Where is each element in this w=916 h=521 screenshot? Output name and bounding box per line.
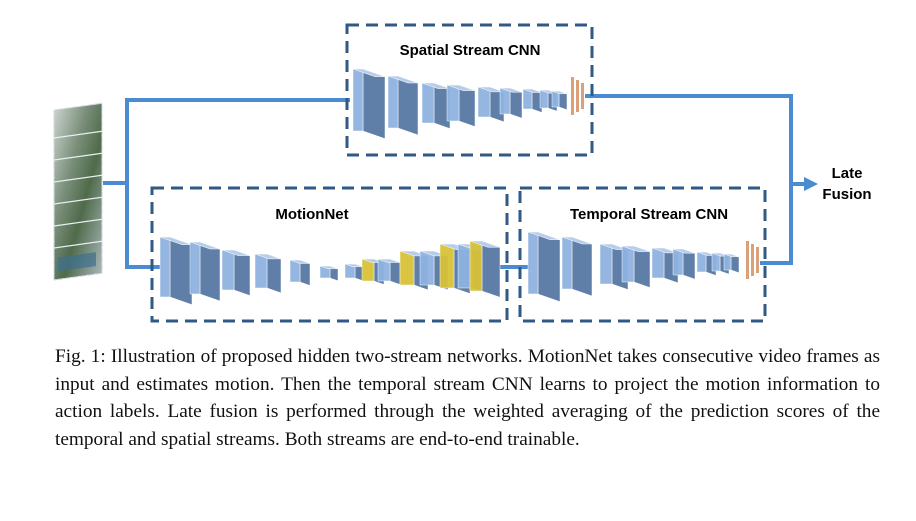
layer-face-s5 bbox=[499, 87, 511, 115]
layer-top-m3 bbox=[254, 253, 282, 260]
layer-side-s0 bbox=[362, 68, 386, 140]
late-fusion-label-line1: Late bbox=[832, 165, 863, 182]
layer-face-m13 bbox=[469, 240, 483, 292]
layer-top-m13 bbox=[469, 240, 501, 248]
layer-face-m1 bbox=[189, 241, 201, 295]
input-video-frames bbox=[53, 102, 103, 281]
fc-layer-t2 bbox=[756, 247, 759, 273]
layer-face-s0 bbox=[352, 68, 364, 132]
layer-top-t5 bbox=[672, 248, 696, 254]
layer-top-t1 bbox=[561, 236, 593, 245]
spatial-stream-title: Spatial Stream CNN bbox=[400, 42, 541, 59]
temporal-stream-box bbox=[518, 186, 767, 323]
layer-face-t7 bbox=[711, 252, 721, 272]
layer-face-s4 bbox=[477, 86, 491, 118]
caption-prefix: Fig. 1: bbox=[55, 346, 106, 367]
layer-face-t4 bbox=[651, 247, 665, 279]
fc-layer-t0 bbox=[746, 241, 749, 279]
fc-layer-s2 bbox=[581, 83, 584, 109]
spatial-to-fusion-line bbox=[585, 94, 793, 184]
motionnet-layers bbox=[159, 236, 501, 306]
layer-top-m1 bbox=[189, 241, 221, 250]
layer-side-t0 bbox=[537, 231, 561, 303]
layer-side-s1 bbox=[397, 75, 419, 136]
layer-face-m4 bbox=[289, 259, 301, 283]
layer-face-s1 bbox=[387, 75, 399, 129]
temporal-stream-layers bbox=[527, 231, 759, 303]
layer-face-m2 bbox=[221, 249, 235, 291]
layer-top-s0 bbox=[352, 68, 386, 77]
layer-top-m2 bbox=[221, 249, 251, 256]
layer-face-s3 bbox=[446, 84, 460, 122]
spatial-stream-box bbox=[345, 23, 594, 157]
fc-layer-s1 bbox=[576, 80, 579, 112]
layer-face-t1 bbox=[561, 236, 573, 290]
layer-top-s8 bbox=[551, 90, 568, 95]
connector-lines bbox=[103, 94, 806, 269]
layer-face-t0 bbox=[527, 231, 539, 295]
layer-face-t2 bbox=[599, 243, 613, 285]
fc-layer-s0 bbox=[571, 77, 574, 115]
layer-face-m10 bbox=[419, 250, 435, 286]
temporal-stream-title: Temporal Stream CNN bbox=[570, 206, 728, 223]
fc-layer-t1 bbox=[751, 244, 754, 276]
layer-face-m3 bbox=[254, 253, 268, 289]
input-to-motionnet-line bbox=[125, 183, 160, 269]
layer-top-t3 bbox=[621, 245, 651, 252]
layer-face-t6 bbox=[696, 251, 707, 273]
layer-face-s6 bbox=[522, 88, 533, 110]
layer-face-m9 bbox=[399, 250, 415, 286]
layer-top-t0 bbox=[527, 231, 561, 240]
two-stream-architecture-diagram: Spatial Stream CNN MotionNet Temporal St… bbox=[53, 23, 872, 323]
input-to-spatial-line bbox=[103, 98, 350, 185]
layer-side-m1 bbox=[199, 241, 221, 302]
spatial-stream-layers bbox=[352, 68, 584, 140]
layer-top-t8 bbox=[723, 253, 740, 258]
motionnet-title: MotionNet bbox=[275, 206, 348, 223]
layer-side-t5 bbox=[682, 248, 696, 280]
layer-face-s8 bbox=[551, 90, 560, 108]
layer-top-m4 bbox=[289, 259, 311, 264]
layer-side-m2 bbox=[233, 249, 251, 296]
layer-face-s2 bbox=[421, 82, 435, 124]
layer-side-m8 bbox=[389, 258, 401, 285]
layer-face-s7 bbox=[539, 89, 549, 109]
layer-top-m5 bbox=[319, 265, 339, 270]
layer-side-s3 bbox=[458, 84, 476, 127]
caption-text: Illustration of proposed hidden two-stre… bbox=[55, 346, 880, 450]
layer-side-m13 bbox=[481, 240, 501, 298]
layer-side-m4 bbox=[299, 259, 311, 286]
layer-top-s1 bbox=[387, 75, 419, 84]
layer-side-m3 bbox=[266, 253, 282, 294]
layer-side-s5 bbox=[509, 87, 523, 119]
late-fusion-label-line2: Fusion bbox=[822, 186, 871, 203]
fusion-arrowhead bbox=[804, 177, 818, 191]
figure-caption: Fig. 1: Illustration of proposed hidden … bbox=[55, 343, 880, 453]
layer-side-t1 bbox=[571, 236, 593, 297]
layer-top-s3 bbox=[446, 84, 476, 91]
layer-face-t8 bbox=[723, 253, 732, 271]
layer-side-m0 bbox=[169, 236, 193, 306]
motionnet-box bbox=[150, 186, 509, 323]
layer-side-t3 bbox=[633, 245, 651, 288]
layer-top-s5 bbox=[499, 87, 523, 93]
layer-face-t3 bbox=[621, 245, 635, 283]
temporal-to-fusion-line bbox=[760, 184, 793, 265]
layer-face-m0 bbox=[159, 236, 171, 298]
layer-face-m11 bbox=[439, 243, 455, 289]
layer-face-t5 bbox=[672, 248, 684, 276]
